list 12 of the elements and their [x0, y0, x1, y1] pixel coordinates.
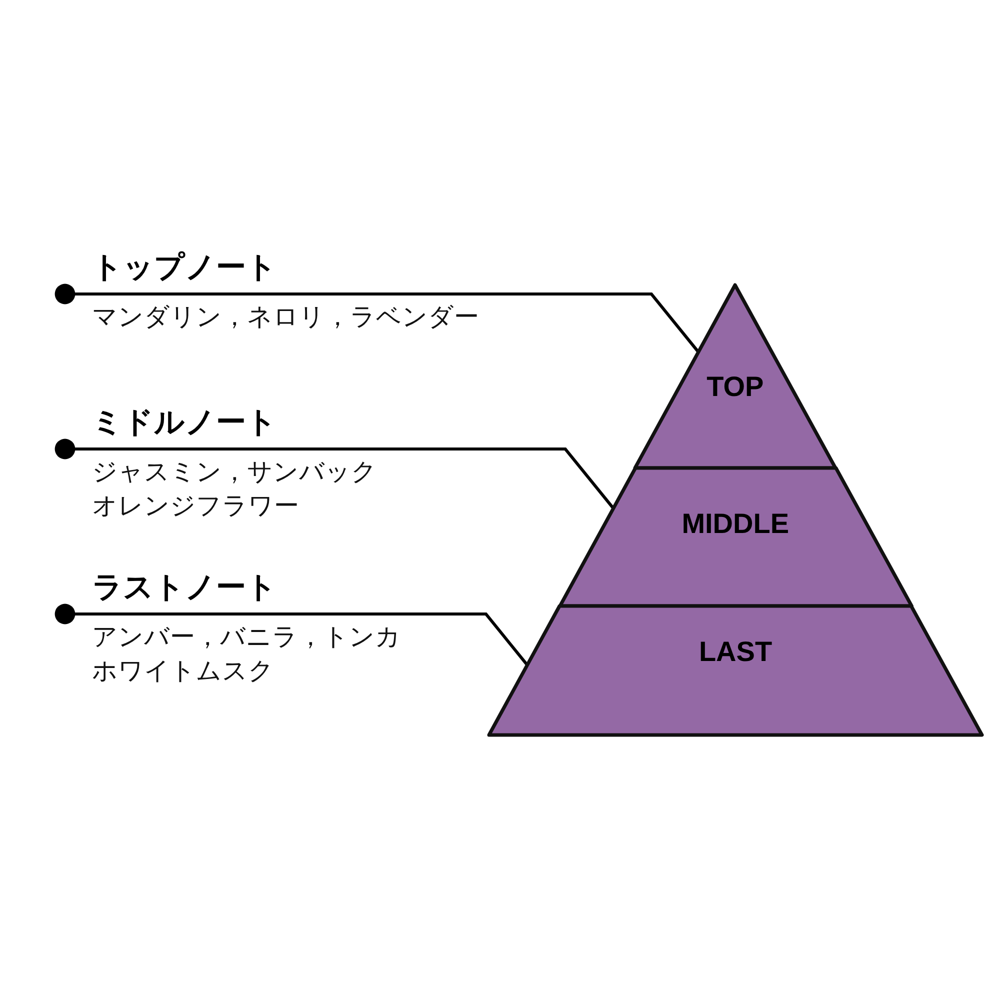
leader-line [54, 438, 614, 509]
note-ingredients: アンバー，バニラ，トンカホワイトムスク [92, 621, 402, 687]
note-ingredients: マンダリン，ネロリ，ラベンダー [92, 301, 480, 333]
tier-label: TOP [706, 371, 764, 403]
note-ingredients: ジャスミン，サンバックオレンジフラワー [92, 456, 378, 522]
leader-line [54, 284, 700, 353]
note-heading: トップノート [92, 250, 277, 286]
note-heading: ラストノート [92, 570, 277, 606]
tier-label: MIDDLE [682, 508, 790, 540]
note-heading: ミドルノート [92, 405, 277, 441]
leader-line [54, 604, 528, 666]
tier-label: LAST [698, 636, 772, 668]
